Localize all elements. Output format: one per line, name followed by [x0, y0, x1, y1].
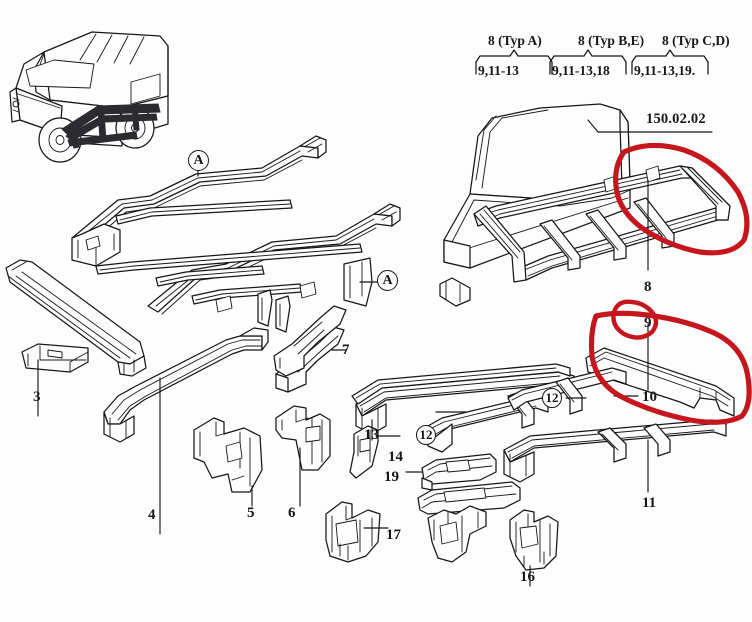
red-annotation-upper [613, 142, 750, 256]
callout-5: 5 [247, 505, 255, 521]
part-4-art [103, 327, 269, 443]
left-frame-assembly-art [71, 135, 401, 333]
callout-9: 9 [644, 315, 652, 331]
callout-a-1: A [188, 150, 209, 171]
callout-8: 8 [644, 279, 652, 295]
part-12b-art [507, 367, 627, 415]
type-header-cd-bottom: 9,11-13,19. [634, 63, 696, 78]
part-9-10-art [585, 347, 735, 417]
part-19-art [421, 453, 497, 491]
callout-4: 4 [148, 507, 156, 523]
callout-7: 7 [342, 342, 350, 358]
part-17-art [325, 501, 381, 563]
callout-17: 17 [386, 527, 401, 543]
part-19b-art [417, 481, 521, 515]
type-header-a-top: 8 (Typ A) [488, 33, 542, 48]
callout-16: 16 [520, 569, 535, 585]
body-shell-art [443, 103, 631, 269]
floor-frame-upper-art [439, 165, 731, 307]
callout-3: 3 [33, 389, 41, 405]
part-12-upper-rail-art [351, 363, 571, 405]
vehicle-thumbnail-art [9, 31, 169, 163]
part-6-art [275, 405, 331, 471]
callout-12-b: 12 [416, 425, 436, 445]
red-annotation-nine [611, 299, 659, 340]
part-18-art [427, 505, 487, 563]
part-11-art [503, 419, 727, 483]
type-header-be-top: 8 (Typ B,E) [578, 33, 645, 48]
part-14-art [349, 425, 379, 479]
type-header-a-bottom: 9,11-13 [478, 63, 519, 78]
type-header-be-bottom: 9,11-13,18 [552, 63, 610, 78]
callout-10: 10 [642, 389, 657, 405]
callout-13: 13 [364, 427, 379, 443]
callout-19: 19 [384, 469, 399, 485]
callout-12-a: 12 [542, 388, 562, 408]
part-3-art [21, 343, 89, 373]
type-header-cd-top: 8 (Typ C,D) [662, 33, 730, 48]
callout-11: 11 [642, 495, 657, 511]
callout-a-2: A [377, 270, 398, 291]
part-5-art [193, 417, 263, 493]
part-sill-long-art [5, 259, 147, 377]
part-16-art [509, 509, 559, 571]
part-7b-art [273, 305, 347, 377]
callout-14: 14 [388, 449, 403, 465]
red-annotation-lower [588, 310, 752, 425]
part-number-leader [587, 119, 713, 133]
type-header-brackets [475, 49, 709, 75]
part-number-label: 150.02.02 [646, 111, 706, 127]
callout-6: 6 [288, 505, 296, 521]
